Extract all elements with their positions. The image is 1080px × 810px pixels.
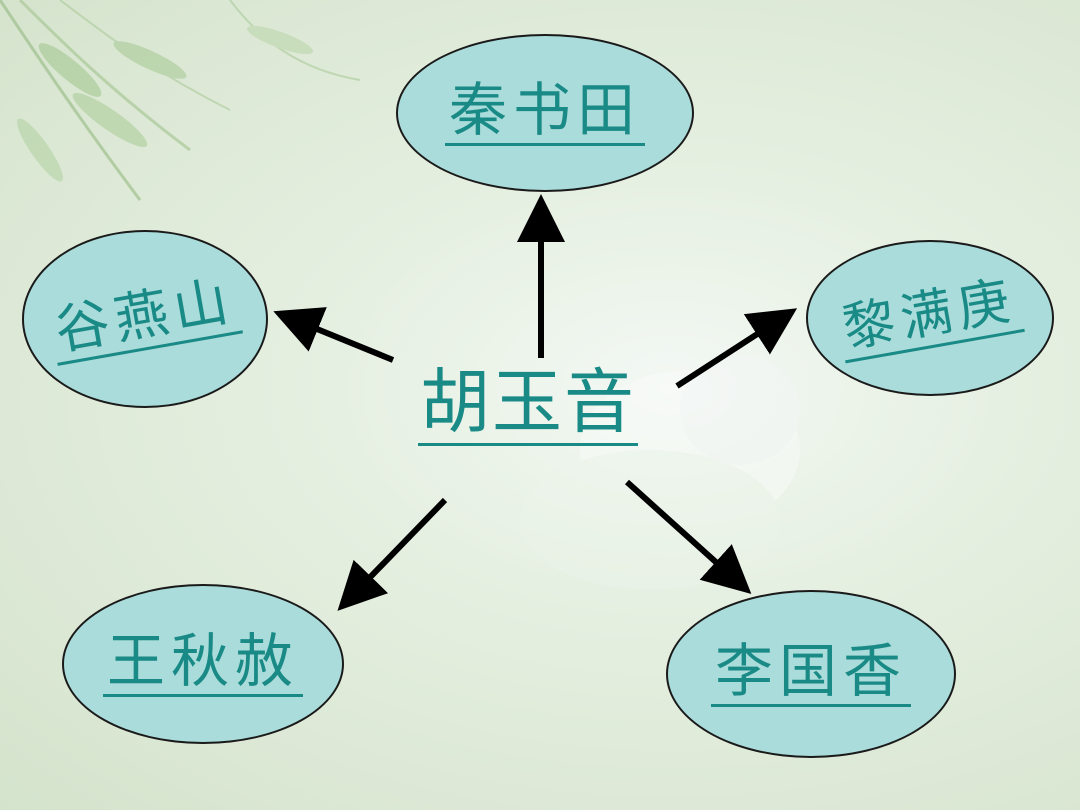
arrow-to-wang xyxy=(337,497,448,611)
node-label: 王秋赦 xyxy=(102,631,303,697)
leaf-decoration xyxy=(0,0,361,201)
node-label: 谷燕山 xyxy=(47,269,243,366)
node-label: 黎满庚 xyxy=(835,271,1025,364)
node-li-mangeng[interactable]: 黎满庚 xyxy=(806,240,1054,396)
node-li-guoxiang[interactable]: 李国香 xyxy=(666,590,956,758)
node-label: 李国香 xyxy=(710,641,911,707)
node-wang-qiushe[interactable]: 王秋赦 xyxy=(62,584,344,744)
arrow-to-gu xyxy=(273,307,395,363)
node-gu-yanshan[interactable]: 谷燕山 xyxy=(22,230,268,408)
arrow-to-li-g xyxy=(624,479,752,595)
node-qin-shutian[interactable]: 秦书田 xyxy=(396,34,694,192)
node-label: 秦书田 xyxy=(444,80,645,146)
center-node-hu-yuyin[interactable]: 胡玉音 xyxy=(418,362,638,446)
arrow-to-li-m xyxy=(675,308,798,389)
